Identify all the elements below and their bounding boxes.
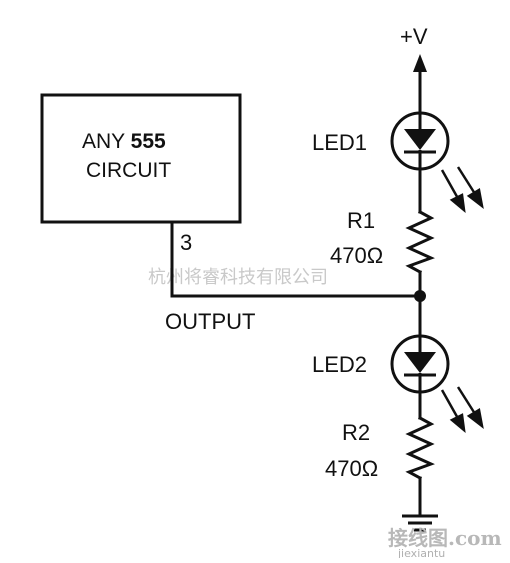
ground-icon	[402, 514, 438, 532]
watermark-text: 杭州将睿科技有限公司	[148, 267, 328, 288]
pin-number: 3	[180, 230, 192, 255]
led2-symbol	[390, 334, 450, 394]
r1-name: R1	[347, 208, 375, 233]
site-logo: 接线图.com	[388, 526, 502, 550]
led2-label: LED2	[312, 352, 367, 377]
ic-line1: ANY 555	[82, 130, 166, 153]
r1-value: 470Ω	[330, 243, 383, 268]
led1-label: LED1	[312, 130, 367, 155]
r2-name: R2	[342, 420, 370, 445]
site-logo-sub: jiexiantu	[397, 547, 445, 558]
led1-light-arrows-icon	[440, 166, 484, 214]
r2-value: 470Ω	[325, 456, 378, 481]
output-wire	[170, 220, 422, 298]
junction-dot	[414, 290, 426, 302]
ic-555-block	[40, 93, 242, 224]
ic-line2: CIRCUIT	[86, 159, 171, 182]
r1-resistor	[405, 209, 435, 275]
led1-symbol	[390, 111, 450, 171]
supply-label: +V	[400, 24, 428, 49]
r2-resistor	[405, 415, 435, 481]
led2-light-arrows-icon	[440, 386, 484, 434]
supply-arrow-icon	[413, 54, 427, 72]
output-label: OUTPUT	[165, 309, 255, 334]
